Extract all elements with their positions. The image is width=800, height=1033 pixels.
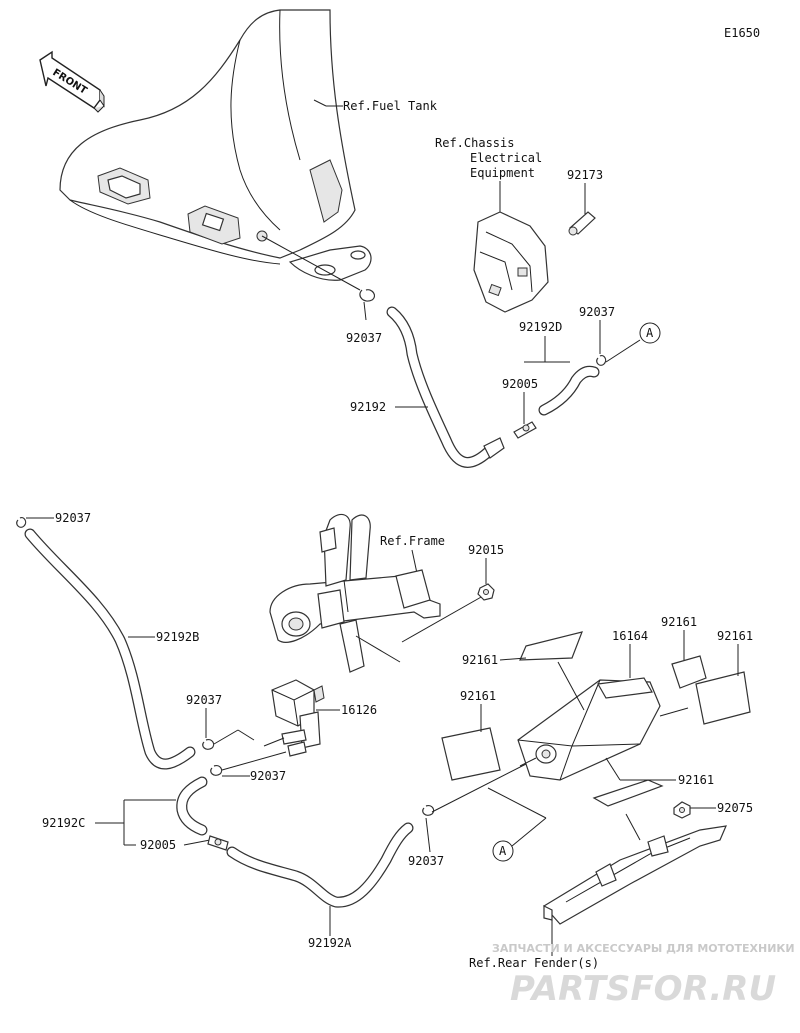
label-92161-e: 92161 bbox=[678, 773, 714, 787]
leader-fuel-tank-2 bbox=[313, 99, 327, 107]
ref-chassis-line1: Ref.Chassis bbox=[435, 136, 514, 150]
clamp-92037-valve-top bbox=[202, 739, 215, 750]
label-92037-canister: 92037 bbox=[408, 854, 444, 868]
leader-canister-top bbox=[557, 661, 585, 711]
callout-a-top bbox=[639, 322, 661, 344]
label-92173: 92173 bbox=[567, 168, 603, 182]
pad-92161-e bbox=[592, 779, 664, 807]
leader-canister-right bbox=[659, 707, 689, 717]
label-92161-b: 92161 bbox=[661, 615, 697, 629]
nut-92015 bbox=[477, 583, 495, 601]
pad-92161-c bbox=[695, 671, 751, 725]
leader-valve-pipe1 bbox=[213, 729, 239, 745]
ref-rear-fender: Ref.Rear Fender(s) bbox=[469, 956, 599, 970]
hose-92192a bbox=[226, 822, 414, 908]
clamp-92037-left bbox=[16, 517, 27, 528]
label-92161-a: 92161 bbox=[462, 653, 498, 667]
electrical-bracket bbox=[473, 211, 549, 313]
label-92005-bottom: 92005 bbox=[140, 838, 176, 852]
hose-92192b bbox=[24, 528, 196, 770]
watermark-logo: PARTSFOR.RU bbox=[510, 969, 776, 1009]
canister-16164 bbox=[517, 677, 661, 781]
fitting-92005-bottom bbox=[207, 835, 229, 851]
diagram-id: E1650 bbox=[724, 26, 760, 40]
label-16164: 16164 bbox=[612, 629, 648, 643]
ref-fuel-tank: Ref.Fuel Tank bbox=[343, 99, 438, 113]
ref-chassis-line2: Electrical bbox=[470, 151, 542, 165]
hose-92192d bbox=[538, 365, 600, 416]
fuel-tank bbox=[59, 9, 372, 291]
rear-fender-bracket bbox=[543, 813, 727, 925]
clamp-92037-top bbox=[596, 355, 607, 366]
leader-a-bottom1 bbox=[487, 787, 547, 819]
leader-92005-bottom bbox=[183, 839, 211, 846]
label-92192c: 92192C bbox=[42, 816, 85, 830]
label-92037-valve-bottom: 92037 bbox=[250, 769, 286, 783]
watermark-tagline: ЗАПЧАСТИ И АКСЕССУАРЫ ДЛЯ МОТОТЕХНИКИ bbox=[492, 942, 795, 955]
bolt-92173 bbox=[568, 211, 596, 236]
valve-16126 bbox=[271, 679, 325, 757]
clamp-92037-valve-bottom bbox=[210, 765, 223, 776]
hose-92192 bbox=[386, 306, 505, 468]
pad-92161-d bbox=[441, 727, 501, 781]
label-92161-d: 92161 bbox=[460, 689, 496, 703]
label-92037-left: 92037 bbox=[55, 511, 91, 525]
label-92037-tank: 92037 bbox=[346, 331, 382, 345]
frame-section bbox=[269, 513, 491, 673]
hose-92192c bbox=[176, 776, 208, 836]
clamp-92037-canister bbox=[422, 805, 435, 816]
label-92192: 92192 bbox=[350, 400, 386, 414]
label-92015: 92015 bbox=[468, 543, 504, 557]
label-92037-top: 92037 bbox=[579, 305, 615, 319]
leader-92037-canister bbox=[425, 817, 431, 853]
leader-a-top bbox=[605, 339, 641, 363]
label-92192d: 92192D bbox=[519, 320, 562, 334]
callout-a-bottom bbox=[492, 840, 514, 862]
leader-canister-pipe bbox=[431, 761, 531, 813]
fitting-92005-top bbox=[513, 421, 537, 439]
ref-frame: Ref.Frame bbox=[380, 534, 445, 548]
leader-a-bottom2 bbox=[511, 817, 547, 847]
label-92005-top: 92005 bbox=[502, 377, 538, 391]
ref-chassis-line3: Equipment bbox=[470, 166, 535, 180]
front-arrow-icon: FRONT bbox=[39, 50, 105, 113]
label-92075: 92075 bbox=[717, 801, 753, 815]
label-92192b: 92192B bbox=[156, 630, 199, 644]
label-92161-c: 92161 bbox=[717, 629, 753, 643]
leader-92161-e-2 bbox=[605, 757, 621, 781]
leader-valve-pipe4 bbox=[221, 751, 287, 771]
label-16126: 16126 bbox=[341, 703, 377, 717]
clamp-92037-tank bbox=[359, 289, 376, 321]
leader-valve-pipe3 bbox=[263, 737, 285, 747]
label-92037-valve-top: 92037 bbox=[186, 693, 222, 707]
label-92192a: 92192A bbox=[308, 936, 352, 950]
leader-92161-a bbox=[499, 657, 527, 661]
pad-92161-b bbox=[671, 655, 707, 689]
leader-valve-pipe2 bbox=[237, 729, 255, 741]
nut-92075 bbox=[673, 801, 691, 819]
pad-92161-a bbox=[519, 631, 583, 661]
callout-a-top-label: A bbox=[646, 326, 654, 340]
callout-a-bottom-label: A bbox=[499, 844, 507, 858]
